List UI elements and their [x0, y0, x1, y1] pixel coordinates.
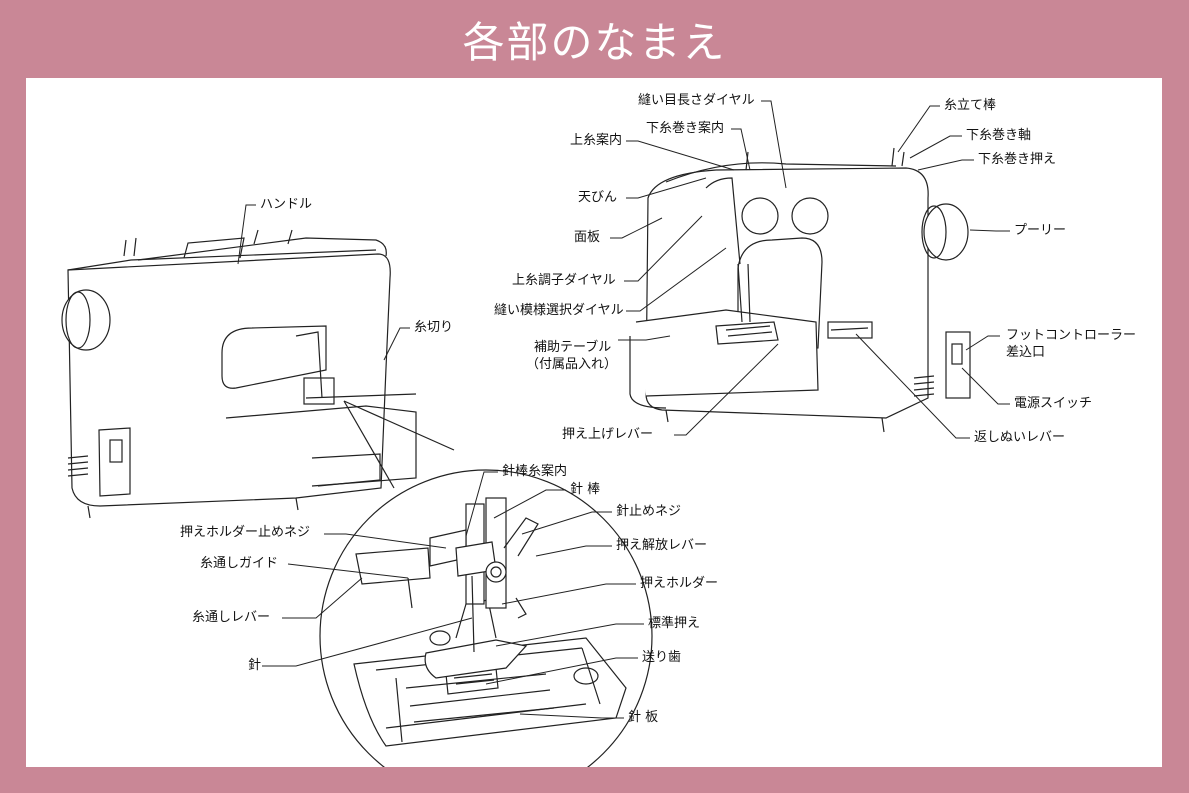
label-bobbin-winder-guide: 下糸巻き案内	[646, 121, 725, 136]
label-needle-bar-guide: 針棒糸案内	[502, 464, 568, 479]
label-needle-clamp-screw: 針止めネジ	[616, 504, 682, 519]
zoom-detail	[319, 469, 653, 767]
label-handle: ハンドル	[260, 197, 313, 212]
label-bobbin-winder-shaft: 下糸巻き軸	[966, 128, 1032, 143]
label-presser-release-lever: 押え解放レバー	[616, 538, 708, 553]
label-presser-holder: 押えホルダー	[640, 576, 719, 591]
label-power-switch: 電源スイッチ	[1014, 396, 1093, 411]
label-pulley: プーリー	[1014, 223, 1067, 238]
label-presser-lift-lever: 押え上げレバー	[562, 427, 654, 442]
label-accessory-table: 補助テーブル	[534, 340, 612, 355]
label-face-plate: 面板	[574, 230, 601, 245]
label-accessory-table-note: （付属品入れ）	[526, 357, 618, 372]
diagram-panel: ハンドル 糸切り 押えホルダー止めネジ 糸通しガイド 糸通しレバー 針 針棒糸案…	[26, 78, 1162, 767]
label-stitch-length-dial: 縫い目長さダイヤル	[638, 93, 755, 108]
label-thread-cutter: 糸切り	[414, 320, 454, 335]
label-feed-dog: 送り歯	[642, 650, 682, 665]
label-bobbin-winder-stopper: 下糸巻き押え	[978, 152, 1057, 167]
label-needle-bar: 針 棒	[570, 482, 601, 497]
label-take-up-lever: 天びん	[578, 190, 618, 205]
label-foot-controller-jack-2: 差込口	[1006, 345, 1046, 360]
label-spool-pin: 糸立て棒	[944, 98, 997, 113]
label-pattern-dial: 縫い模様選択ダイヤル	[494, 303, 624, 318]
label-standard-foot: 標準押え	[648, 616, 701, 631]
label-presser-holder-screw: 押えホルダー止めネジ	[180, 525, 311, 540]
label-tension-dial: 上糸調子ダイヤル	[512, 273, 616, 288]
label-foot-controller-jack-1: フットコントローラー	[1006, 328, 1137, 343]
page-title: 各部のなまえ	[462, 17, 727, 67]
leader-lines	[237, 100, 1010, 719]
label-needle: 針	[248, 658, 262, 673]
label-upper-thread-guide: 上糸案内	[570, 133, 623, 148]
sewing-machine-diagram	[61, 100, 1010, 767]
label-threading-lever: 糸通しレバー	[192, 610, 271, 625]
front-machine-illustration	[629, 147, 971, 433]
label-needle-plate: 針 板	[628, 710, 659, 725]
rear-machine-illustration	[61, 229, 417, 519]
label-reverse-lever: 返しぬいレバー	[974, 430, 1066, 445]
label-threading-guide: 糸通しガイド	[200, 556, 279, 571]
